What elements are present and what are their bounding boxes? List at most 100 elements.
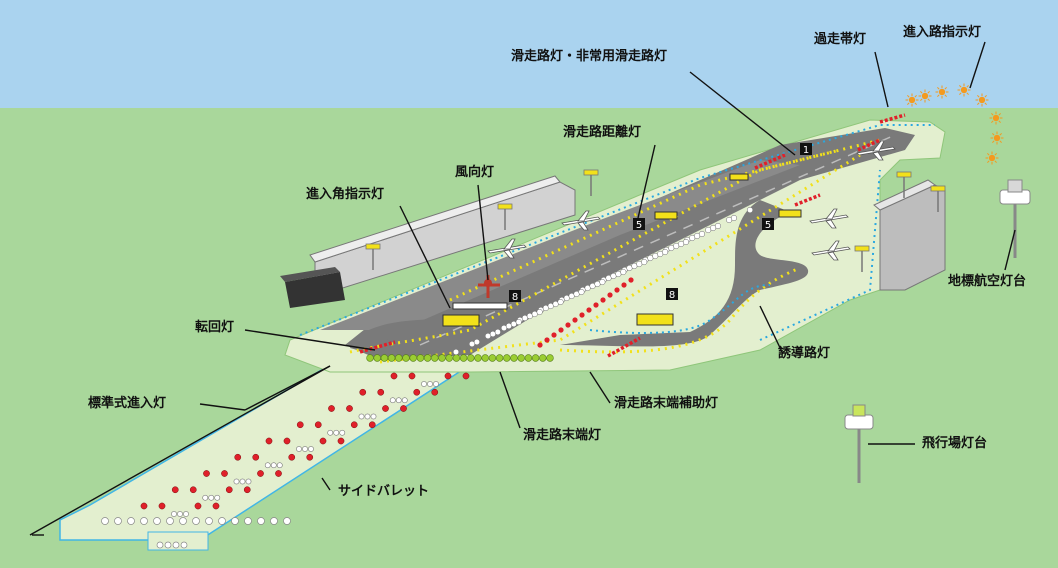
crossbar-light [179, 517, 187, 525]
beacon-light-ray [994, 160, 997, 163]
airplane-icon [856, 140, 896, 161]
label-sidebarrette: サイドバレット [338, 484, 430, 499]
crossbar-light [231, 517, 239, 525]
label-runway-distance-marker: 滑走路距離灯 [563, 125, 642, 140]
terminal-building [280, 175, 576, 308]
crossbar-light [164, 541, 172, 549]
beacon-light-ray [966, 92, 969, 95]
floodlight-icon [497, 203, 513, 210]
label-approach-indicator-light: 進入路指示灯 [903, 25, 982, 40]
runway-light [473, 338, 480, 346]
floodlight-icon [583, 169, 599, 176]
beacon-light-ray [992, 140, 995, 143]
beacon-light-ray [959, 92, 962, 95]
red-light [586, 307, 592, 313]
approach-white-light [177, 511, 183, 517]
beacon-light-ray [920, 91, 923, 94]
approach-red-light [171, 486, 179, 494]
threshold-light [445, 354, 453, 362]
beacon-light-ray [907, 102, 910, 105]
airplane-icon [487, 238, 527, 259]
approach-red-light [194, 502, 202, 510]
distance-sign-number: 1 [803, 145, 809, 156]
red-light [614, 287, 620, 293]
taxiway-return [350, 319, 480, 352]
threshold-light [409, 354, 417, 362]
threshold-light [459, 354, 468, 362]
runway-light [578, 288, 585, 296]
label-standard-approach-light: 標準式進入灯 [88, 396, 167, 411]
beacon-light [957, 83, 971, 97]
threshold-light [524, 354, 533, 362]
approach-red-light [158, 502, 166, 510]
aerodrome-beacon-icon [844, 404, 874, 483]
threshold-light [517, 354, 525, 362]
approach-red-light [234, 453, 242, 461]
airplane-icon [561, 210, 601, 231]
threshold-light [395, 354, 403, 362]
approach-white-light [202, 494, 209, 501]
beacon-light-core [938, 88, 946, 96]
red-light [628, 277, 634, 283]
beacon-light-ray [991, 113, 994, 116]
threshold-light [438, 354, 446, 362]
threshold-light [416, 354, 425, 362]
approach-red-light [328, 405, 335, 412]
approach-white-light [427, 381, 433, 387]
runway-light [682, 238, 690, 246]
airplane-icon [811, 240, 851, 261]
label-turn-light: 転回灯 [195, 320, 235, 335]
floodlight-icon [930, 185, 946, 192]
approach-white-light [302, 446, 308, 452]
distance-sign [762, 218, 774, 230]
threshold-light [452, 354, 461, 362]
approach-white-light [239, 478, 246, 485]
approach-red-light [275, 470, 282, 477]
label-threshold-light: 滑走路末端灯 [523, 428, 602, 443]
threshold-light [503, 354, 511, 362]
beacon-light [935, 85, 949, 99]
red-light-bar [359, 340, 396, 354]
red-light [621, 282, 627, 288]
runway-light [620, 268, 627, 276]
approach-white-light [333, 429, 340, 436]
approach-white-light [364, 413, 371, 420]
beacon-light-ray [998, 120, 1001, 123]
approach-red-light [408, 372, 416, 380]
label-threshold-aux-light: 滑走路末端補助灯 [614, 396, 719, 411]
airplane-wings [827, 240, 840, 261]
beacon-light-core [921, 92, 929, 100]
beacon-light-ray [944, 87, 947, 90]
crossbar-light [114, 517, 122, 525]
threshold-light [402, 354, 410, 362]
approach-white-light [264, 462, 271, 469]
beacon-light [975, 93, 989, 107]
approach-red-light [431, 388, 439, 396]
papi-units [442, 173, 802, 327]
approach-red-light [189, 486, 197, 494]
crossbar-light [101, 517, 109, 525]
beacon-light-core [993, 134, 1001, 142]
red-light [551, 332, 557, 338]
approach-red-light [225, 486, 233, 494]
edge-light-line-4 [559, 266, 801, 354]
threshold-light [423, 354, 432, 362]
approach-red-light [359, 388, 367, 396]
approach-red-light [252, 453, 260, 461]
beacon-light-ray [999, 133, 1002, 136]
approach-red-light [306, 453, 314, 461]
beacon-light-core [978, 96, 986, 104]
approach-red-light [377, 388, 385, 396]
approach-light-field [101, 372, 470, 549]
threshold-light [510, 354, 518, 362]
threshold-light [481, 354, 489, 362]
crossbar-light [218, 517, 226, 525]
airplanes [487, 140, 896, 261]
approach-red-light [444, 372, 452, 380]
distance-sign-number: 8 [512, 292, 518, 303]
crossbar-light [244, 517, 252, 525]
runway-light [452, 348, 460, 356]
red-light-bar [879, 113, 906, 124]
beacon-light-core [908, 96, 916, 104]
runway-light [730, 214, 738, 222]
